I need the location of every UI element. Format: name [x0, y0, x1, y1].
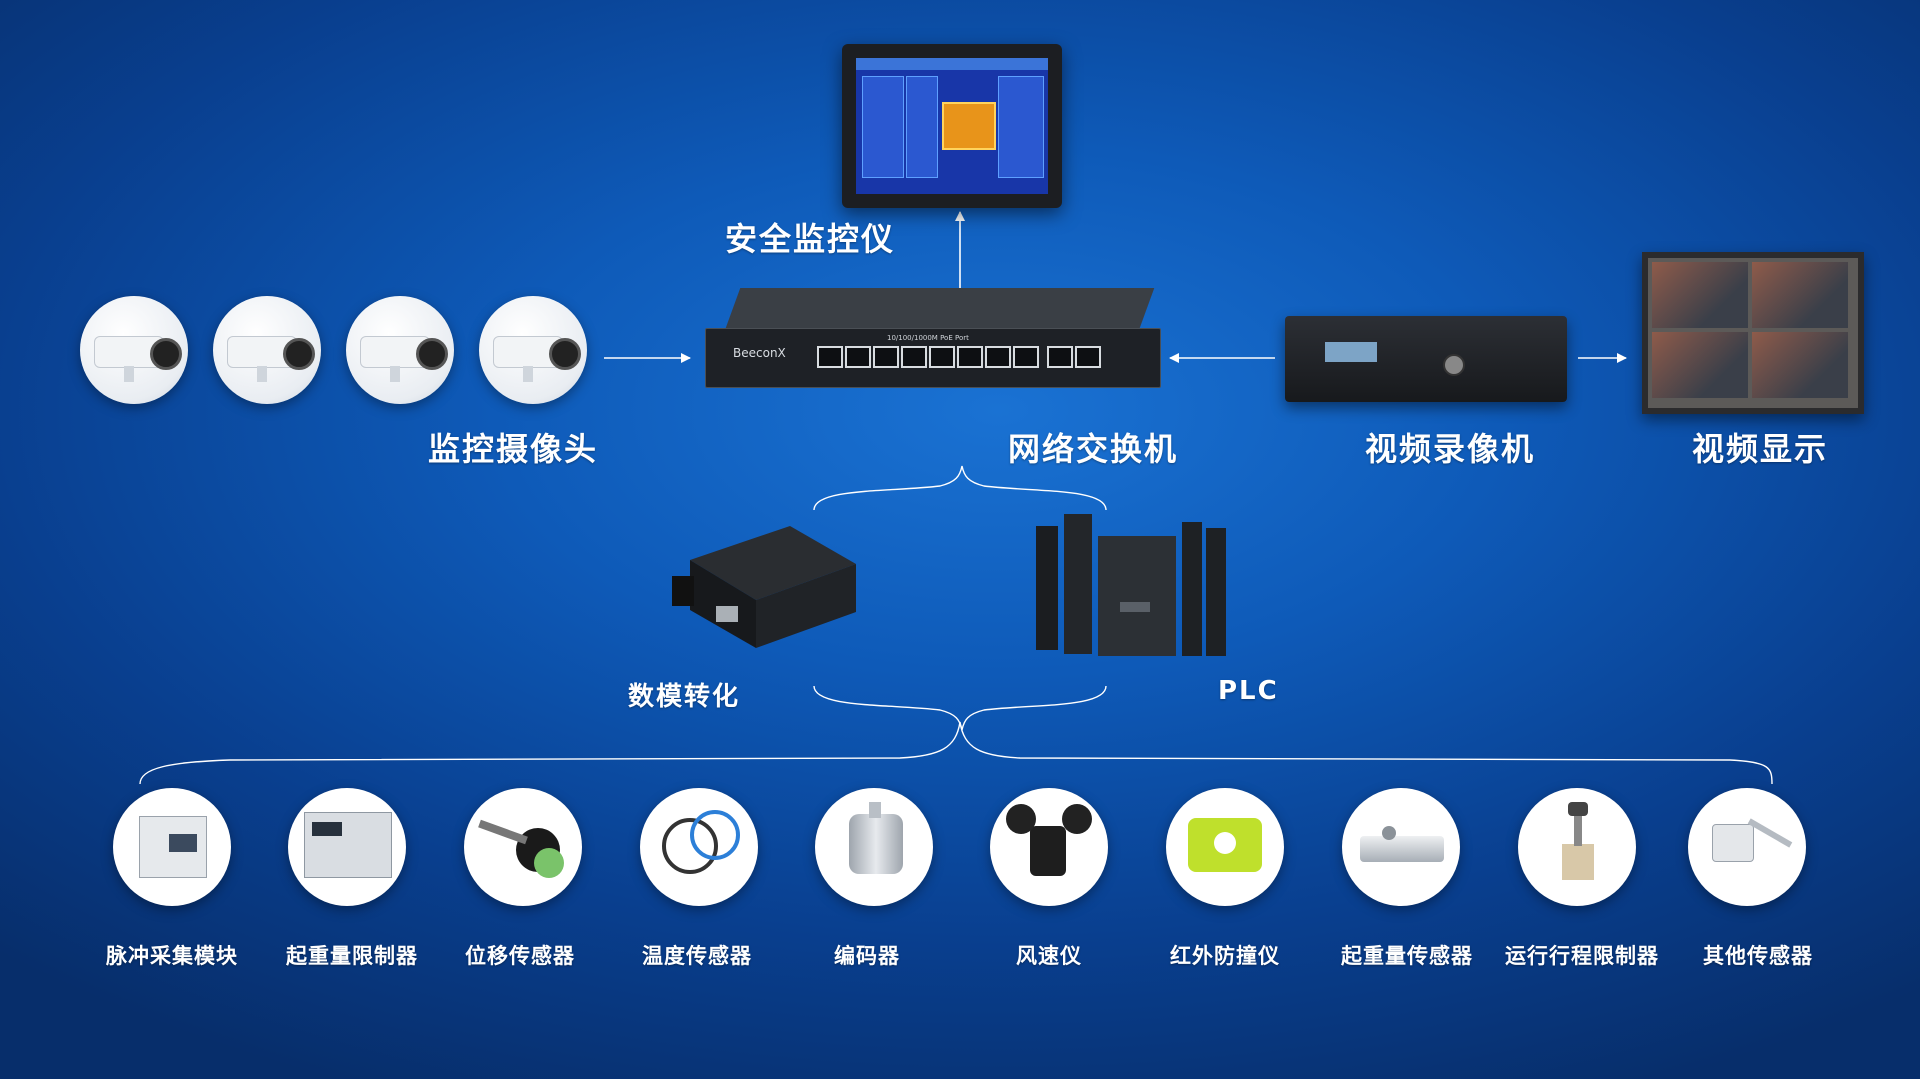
plc-image — [1036, 514, 1226, 656]
camera-icon — [213, 296, 321, 404]
da-converter-image — [672, 526, 856, 648]
sensor-label: 编码器 — [834, 944, 900, 968]
network-switch-image: BeeconX 10/100/1000M PoE Port — [705, 288, 1161, 398]
camera-icon — [80, 296, 188, 404]
sensor-label: 起重量传感器 — [1341, 944, 1473, 968]
display-label: 视频显示 — [1692, 430, 1829, 468]
recorder-label: 视频录像机 — [1365, 430, 1536, 468]
cameras-label: 监控摄像头 — [428, 430, 599, 468]
sensor-label: 温度传感器 — [642, 944, 752, 968]
travel-limiter-icon — [1518, 788, 1636, 906]
sensor-label: 红外防撞仪 — [1170, 944, 1280, 968]
encoder-icon — [815, 788, 933, 906]
safety-monitor-image — [842, 44, 1062, 208]
da-converter-label: 数模转化 — [628, 682, 741, 712]
load-limiter-icon — [288, 788, 406, 906]
video-display-image — [1642, 252, 1864, 414]
switch-port-caption: 10/100/1000M PoE Port — [887, 334, 969, 342]
switch-brand: BeeconX — [733, 346, 786, 360]
plc-label: PLC — [1218, 676, 1279, 706]
switch-label: 网络交换机 — [1008, 430, 1179, 468]
anemometer-icon — [990, 788, 1108, 906]
sensor-label: 风速仪 — [1016, 944, 1082, 968]
brace-sensors — [139, 721, 1773, 785]
sensor-label: 其他传感器 — [1703, 944, 1813, 968]
sensor-label: 起重量限制器 — [286, 944, 418, 968]
safety-monitor-label: 安全监控仪 — [725, 220, 896, 258]
video-recorder-image — [1285, 316, 1567, 402]
other-sensor-icon — [1688, 788, 1806, 906]
camera-icon — [346, 296, 454, 404]
sensor-label: 位移传感器 — [465, 944, 575, 968]
displacement-sensor-icon — [464, 788, 582, 906]
pulse-module-icon — [113, 788, 231, 906]
camera-icon — [479, 296, 587, 404]
temperature-sensor-icon — [640, 788, 758, 906]
sensor-label: 脉冲采集模块 — [106, 944, 238, 968]
sensor-label: 运行行程限制器 — [1505, 944, 1659, 968]
infrared-anticollision-icon — [1166, 788, 1284, 906]
load-sensor-icon — [1342, 788, 1460, 906]
brace-top — [813, 465, 1107, 511]
